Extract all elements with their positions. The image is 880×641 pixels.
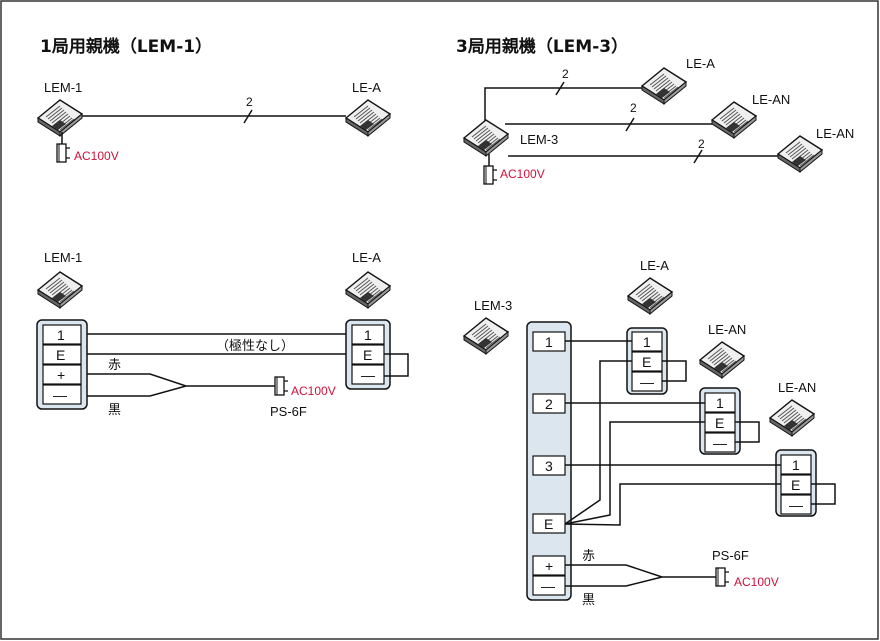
cable-1 (484, 87, 642, 128)
terminal-e-label: E (791, 477, 800, 493)
lean-intercom-icon (769, 399, 815, 437)
lea-intercom-icon (345, 271, 391, 309)
wire-count-tick (243, 109, 253, 124)
terminal-minus-label: — (640, 374, 654, 390)
terminal-1-label: 1 (545, 334, 553, 350)
ps6f-label: PS-6F (270, 404, 307, 419)
lean-intercom-icon (711, 101, 757, 139)
lea-label-top: LE-A (352, 80, 381, 95)
plug-icon (56, 143, 71, 163)
power-label: AC100V (291, 384, 336, 398)
black-wire-label: 黒 (108, 403, 121, 418)
lem3-intercom-icon (463, 317, 509, 355)
wire-count-label: 2 (698, 137, 705, 151)
terminal-e-label: E (715, 415, 724, 431)
plug-icon (483, 165, 498, 185)
terminal-1-label: 1 (57, 327, 65, 343)
lea-intercom-icon (345, 99, 391, 137)
wire-count-label: 2 (630, 101, 637, 115)
terminal-1-label: 1 (716, 395, 724, 411)
lem1-intercom-icon (37, 99, 83, 137)
wire-count-tick (555, 81, 565, 96)
lean-label: LE-AN (752, 92, 790, 107)
e-minus-jumper (735, 421, 760, 443)
lea-label: LE-A (352, 250, 381, 265)
lem1-label-top: LEM-1 (44, 80, 82, 95)
plug-icon (274, 376, 289, 396)
terminal-minus-label: — (713, 435, 727, 451)
lem1-label: LEM-1 (44, 250, 82, 265)
power-cable (87, 373, 275, 397)
wire-e-common (564, 421, 705, 525)
lem3-intercom-icon (463, 119, 509, 157)
right-title: 3局用親機（LEM-3） (456, 36, 628, 57)
terminal-1-label: 1 (643, 334, 651, 350)
lem3-label-top: LEM-3 (520, 132, 558, 147)
wire-count-label: 2 (562, 67, 569, 81)
lem1-intercom-icon (37, 271, 83, 309)
lean-intercom-icon (699, 341, 745, 379)
lean-intercom-icon (777, 135, 823, 173)
terminal-e-label: E (642, 354, 651, 370)
ps6f-label: PS-6F (712, 548, 749, 563)
wire-count-tick (693, 149, 703, 164)
lea-intercom-icon (641, 67, 687, 105)
terminal-minus-label: — (541, 578, 555, 594)
red-wire-label: 赤 (108, 358, 121, 373)
power-label: AC100V (734, 575, 779, 589)
terminal-1-label: 1 (792, 457, 800, 473)
wire-e-common (564, 360, 632, 525)
terminal-plus (42, 364, 82, 385)
terminal-minus-label: — (361, 367, 375, 383)
terminal-1-label: 1 (364, 327, 372, 343)
terminal-3-label: 3 (545, 458, 553, 474)
e-minus-jumper (662, 360, 687, 382)
lem3-label: LEM-3 (474, 298, 512, 313)
wire-count-tick (625, 117, 635, 132)
terminal-1 (42, 324, 82, 345)
lean-label: LE-AN (816, 126, 854, 141)
power-label: AC100V (74, 149, 119, 163)
polarity-note: （極性なし） (216, 338, 294, 354)
lea-label: LE-A (686, 56, 715, 71)
lea-intercom-icon (627, 277, 673, 315)
lean-label: LE-AN (708, 322, 746, 337)
e-minus-jumper (811, 483, 836, 505)
terminal-minus-label: — (53, 387, 67, 403)
terminal-minus (351, 364, 385, 385)
terminal-plus-label: + (545, 558, 553, 574)
terminal-e (42, 344, 82, 365)
wire-count-label: 2 (246, 95, 253, 109)
left-title: 1局用親機（LEM-1） (40, 36, 212, 57)
terminal-1 (351, 324, 385, 345)
terminal-minus (42, 384, 82, 405)
wire-e-common (564, 483, 781, 526)
e-minus-jumper (384, 353, 409, 377)
terminal-2-label: 2 (545, 396, 553, 412)
power-label: AC100V (500, 167, 545, 181)
terminal-e-label: E (56, 347, 65, 363)
red-wire-label: 赤 (582, 549, 595, 564)
terminal-minus-label: — (789, 497, 803, 513)
terminal-plus-label: + (57, 367, 65, 383)
black-wire-label: 黒 (582, 593, 595, 608)
lea-label: LE-A (640, 258, 669, 273)
power-cable (565, 564, 716, 587)
terminal-e-label: E (363, 347, 372, 363)
plug-icon (715, 567, 730, 587)
terminal-e-label: E (544, 516, 553, 532)
lean-label: LE-AN (778, 380, 816, 395)
